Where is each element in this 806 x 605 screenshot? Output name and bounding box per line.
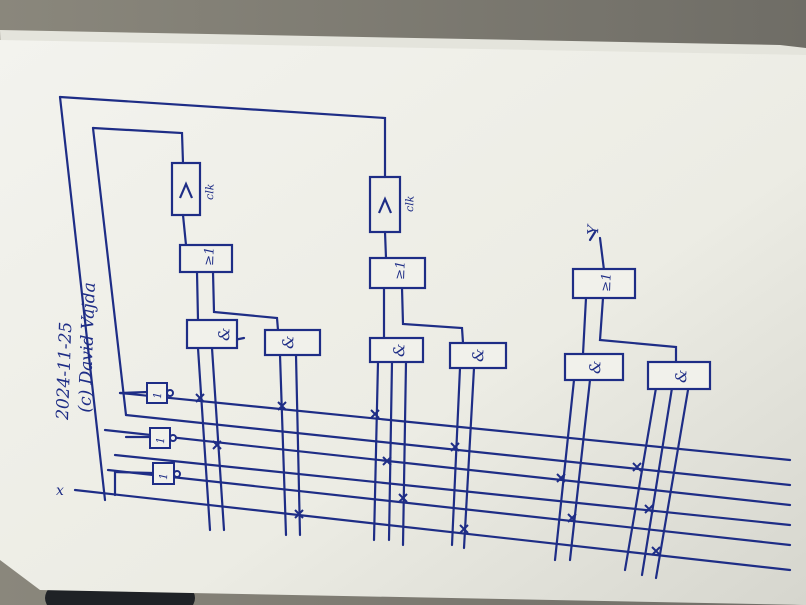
flip-flop-1 xyxy=(170,161,202,217)
and-gate-2-label: & xyxy=(279,335,297,349)
and5-in-a xyxy=(553,378,576,562)
not-gate-3-label: 1 xyxy=(157,473,170,480)
junction xyxy=(212,440,222,450)
junction xyxy=(294,509,304,519)
and-gate-1 xyxy=(185,318,239,350)
ff1-to-or1 xyxy=(181,213,188,247)
and-gate-1-label: & xyxy=(215,327,233,341)
junction xyxy=(567,513,577,523)
or-gate-2-label: ≥1 xyxy=(393,260,409,280)
junction xyxy=(277,401,287,411)
junction xyxy=(370,409,380,419)
feedback-loop-inner xyxy=(91,126,185,165)
and-gate-2 xyxy=(263,328,322,357)
and4-in-a xyxy=(450,366,462,547)
circuit-wiring xyxy=(58,95,792,580)
junction-marks xyxy=(195,393,661,556)
bus-line-6 xyxy=(73,488,792,572)
and-gates xyxy=(185,318,712,391)
and3-in-b xyxy=(387,360,394,542)
or-gate-1 xyxy=(178,243,234,274)
not-gate-2-label: 1 xyxy=(154,437,167,444)
and-gate-5 xyxy=(563,352,625,382)
and-gate-3 xyxy=(368,336,425,364)
and-gate-5-label: & xyxy=(586,360,604,374)
junction xyxy=(632,462,642,472)
ff2-to-or2 xyxy=(383,230,388,260)
junction xyxy=(398,493,408,503)
junction xyxy=(382,456,392,466)
or1-to-and2 xyxy=(211,270,280,332)
and1-in-b xyxy=(210,346,226,532)
or-gate-3 xyxy=(571,267,637,300)
ff1-clk-label: clk xyxy=(203,183,217,200)
and-gate-4-label: & xyxy=(469,348,487,362)
ff1-box xyxy=(170,161,202,217)
and1-in-a xyxy=(196,346,212,532)
or3-to-y xyxy=(598,236,606,272)
junction xyxy=(195,393,205,403)
bus-line-4 xyxy=(113,453,792,527)
or1-to-and1 xyxy=(195,270,200,322)
or-gate-1-label: ≥1 xyxy=(202,246,218,266)
junction xyxy=(644,504,654,514)
not-gate-1-bubble xyxy=(166,389,174,397)
not1-in xyxy=(118,390,150,395)
and-gate-6-label: & xyxy=(672,369,690,383)
flip-flop-2 xyxy=(368,175,402,234)
output-y-label: Y xyxy=(584,223,602,236)
not-gate-1-label: 1 xyxy=(151,392,164,399)
junction xyxy=(450,442,460,452)
or3-to-and6 xyxy=(598,296,678,364)
and-gate-4 xyxy=(448,341,508,370)
ff1-clock-triangle xyxy=(178,181,194,199)
or-gate-3-label: ≥1 xyxy=(599,272,615,292)
feedback-inner-down xyxy=(91,126,128,417)
date-text: 2024-11-25 xyxy=(53,322,76,422)
and6-in-c xyxy=(654,388,690,580)
input-x-label: x xyxy=(56,483,64,499)
or-gate-2 xyxy=(368,256,427,290)
and6-in-a xyxy=(623,386,658,572)
junction xyxy=(556,473,566,483)
feedback-outer-down xyxy=(58,95,107,502)
and4-in-b xyxy=(462,366,476,550)
ff2-box xyxy=(368,175,402,234)
and5-in-b xyxy=(568,378,592,562)
not-gates xyxy=(146,382,181,485)
or-gates xyxy=(178,243,637,300)
y-tick xyxy=(588,230,597,242)
ff2-clk-label: clk xyxy=(403,195,417,212)
and-gate-3-label: & xyxy=(390,343,408,357)
junction xyxy=(651,546,661,556)
not-gate-2-bubble xyxy=(169,434,177,442)
not3-in xyxy=(113,470,154,475)
and6-in-b xyxy=(640,386,674,577)
and3-in-a xyxy=(372,360,380,542)
and3-in-c xyxy=(401,360,408,547)
not-gate-3-bubble xyxy=(173,470,181,478)
feedback-loop-outer xyxy=(58,95,387,179)
ff2-clock-triangle xyxy=(377,196,393,214)
and2-in-b xyxy=(294,353,302,537)
and-gate-6 xyxy=(646,360,712,391)
or3-to-and5 xyxy=(581,296,588,356)
or2-to-and4 xyxy=(400,286,465,345)
and2-in-a xyxy=(278,353,288,537)
junction xyxy=(459,524,469,534)
